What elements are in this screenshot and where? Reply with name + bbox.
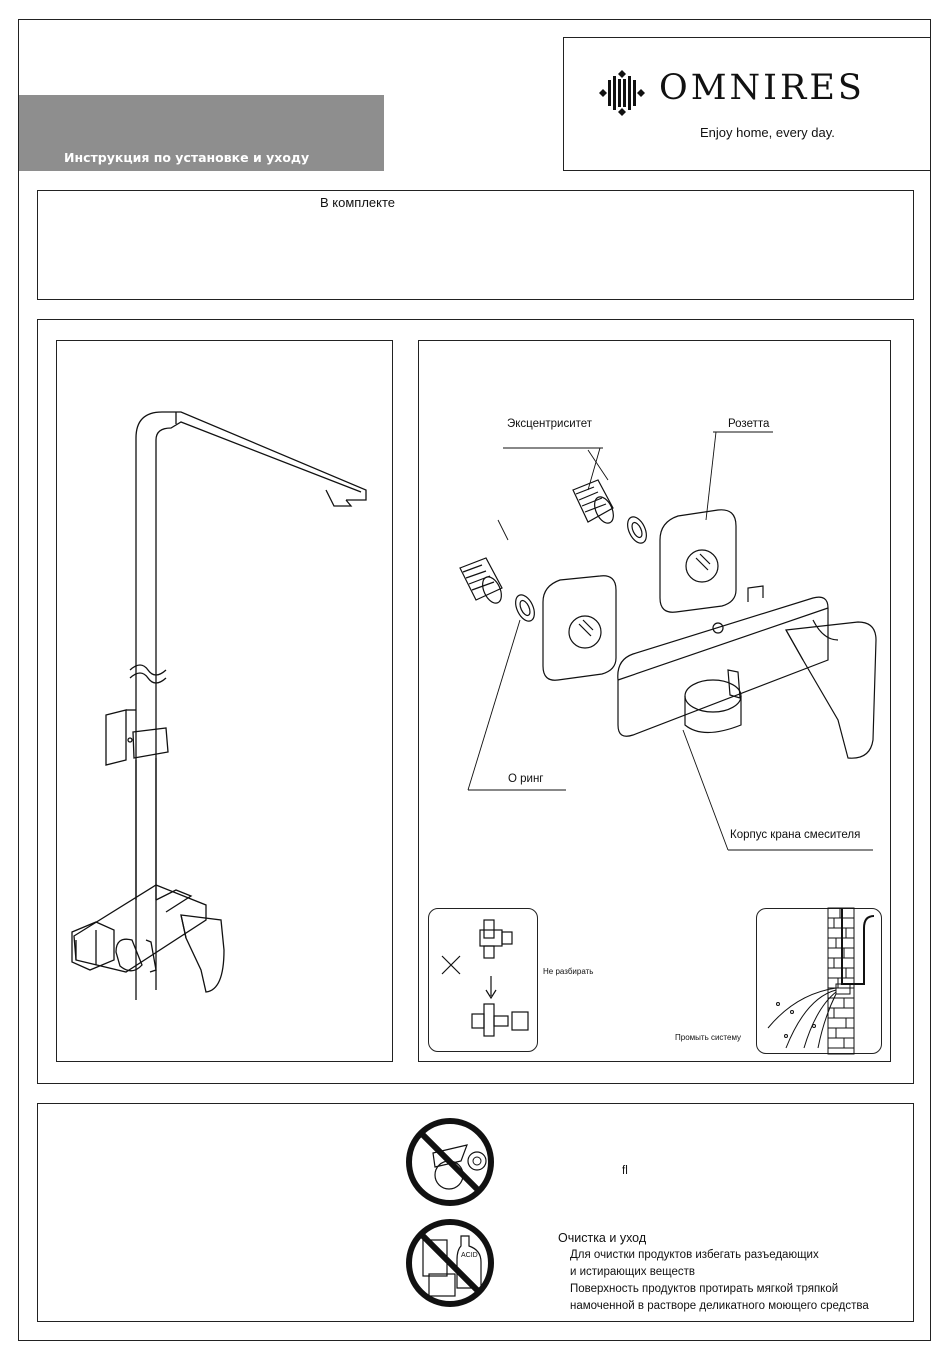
care-line-1: Для очистки продуктов избегать разъедающ… [570, 1249, 819, 1261]
shower-system-panel [56, 340, 393, 1062]
care-line-3: Поверхность продуктов протирать мягкой т… [570, 1283, 839, 1295]
no-abrasive-tools-icon [406, 1118, 494, 1206]
no-disassemble-panel [428, 908, 538, 1052]
parts-exploded-drawing [459, 431, 877, 851]
flush-system-icon [767, 907, 875, 1055]
care-title: Очистка и уход [558, 1231, 647, 1245]
diagram-section [37, 319, 914, 1084]
brand-name: OMNIRES [659, 68, 865, 108]
tagline: Enjoy home, every day. [700, 125, 835, 140]
title-banner [19, 95, 384, 171]
flush-system-panel [756, 908, 882, 1054]
stray-char: fl [622, 1165, 628, 1177]
do-not-disassemble-text: Не разбирать [543, 967, 594, 976]
label-mixer-body: Корпус крана смесителя [730, 829, 861, 841]
shower-column-drawing [71, 411, 367, 1000]
care-line-2: и истирающих веществ [570, 1266, 695, 1278]
label-eccentric: Эксцентриситет [507, 418, 593, 430]
page-frame [18, 19, 931, 1341]
care-section [37, 1103, 914, 1322]
label-rosette: Розетта [728, 418, 770, 430]
flush-system-text: Промыть систему [675, 1033, 742, 1042]
care-line-4: намоченной в растворе деликатного моющег… [570, 1300, 869, 1312]
omnires-logo-icon [599, 70, 645, 116]
label-o-ring: О ринг [508, 773, 544, 785]
doc-title: Инструкция по установке и уходу [64, 150, 310, 165]
contents-box [37, 190, 914, 300]
acid-label: ACID [461, 1252, 478, 1259]
no-disassemble-icon [441, 919, 529, 1037]
logo-box [563, 37, 931, 171]
contents-title: В комплекте [320, 195, 396, 210]
no-acid-cleaners-icon [406, 1219, 494, 1307]
parts-panel [418, 340, 891, 1062]
